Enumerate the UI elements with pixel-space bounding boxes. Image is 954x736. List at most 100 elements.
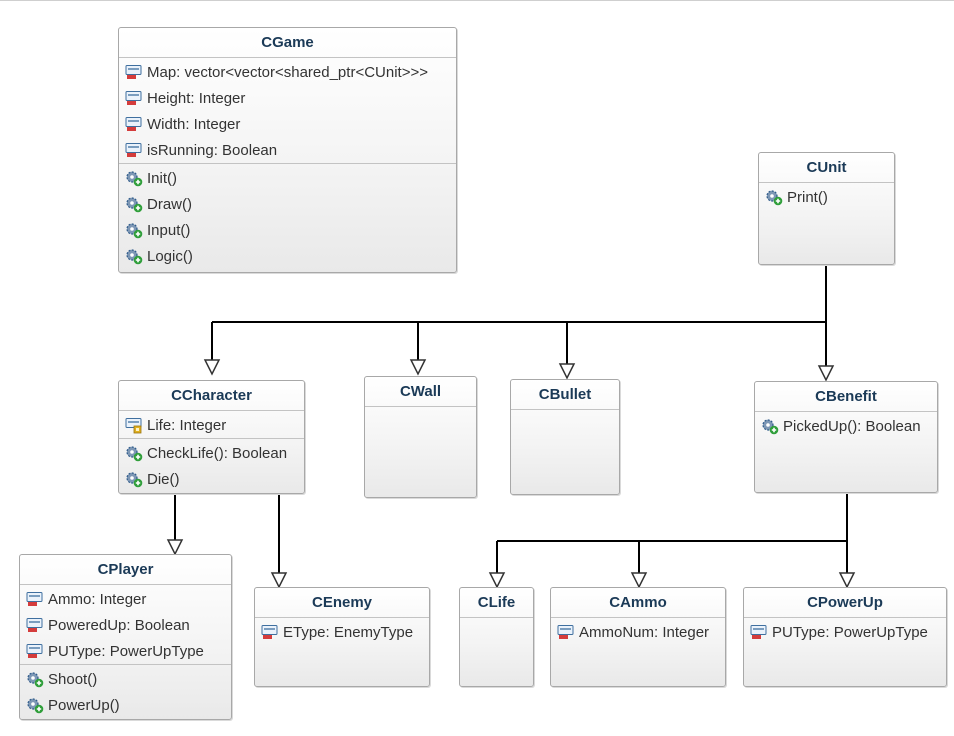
- class-box-clife[interactable]: CLife: [459, 587, 534, 687]
- attribute-row[interactable]: Width: Integer: [119, 111, 456, 137]
- gen-arrowhead-clife: [488, 572, 506, 589]
- class-box-cwall[interactable]: CWall: [364, 376, 477, 498]
- attribute-row[interactable]: PUType: PowerUpType: [20, 638, 231, 664]
- attribute-row-text: Width: Integer: [147, 115, 241, 133]
- operation-row-text: Init(): [147, 169, 177, 187]
- attribute-row-text: PUType: PowerUpType: [48, 642, 204, 660]
- public-method-icon: [27, 697, 44, 713]
- public-method-icon: [27, 671, 44, 687]
- attribute-row[interactable]: EType: EnemyType: [255, 619, 429, 645]
- operation-row[interactable]: Draw(): [119, 191, 456, 217]
- attribute-row-text: Ammo: Integer: [48, 590, 147, 608]
- top-divider: [0, 0, 954, 1]
- private-field-icon: [125, 116, 142, 131]
- operation-row-text: Input(): [147, 221, 191, 239]
- attribute-compartment: EType: EnemyType: [255, 618, 429, 645]
- class-name: CPowerUp: [744, 588, 946, 618]
- operation-row-text: PowerUp(): [48, 696, 120, 714]
- public-method-icon: [126, 196, 143, 212]
- attribute-row[interactable]: isRunning: Boolean: [119, 137, 456, 163]
- public-method-icon: [126, 471, 143, 487]
- operation-row[interactable]: Print(): [759, 184, 894, 210]
- gen-arrowhead-cbenefit: [817, 365, 835, 382]
- gen-arrowhead-cbullet: [558, 363, 576, 380]
- operation-row-text: PickedUp(): Boolean: [783, 417, 921, 435]
- private-field-icon: [125, 64, 142, 79]
- operation-compartment: PickedUp(): Boolean: [755, 412, 937, 439]
- operation-row-text: CheckLife(): Boolean: [147, 444, 288, 462]
- attribute-row[interactable]: PoweredUp: Boolean: [20, 612, 231, 638]
- class-name: CLife: [460, 588, 533, 618]
- protected-field-icon: [125, 417, 142, 433]
- class-box-cbullet[interactable]: CBullet: [510, 379, 620, 495]
- public-method-icon: [126, 248, 143, 264]
- attribute-row-text: isRunning: Boolean: [147, 141, 278, 159]
- operation-row-text: Print(): [787, 188, 828, 206]
- class-name: CUnit: [759, 153, 894, 183]
- operation-row-text: Die(): [147, 470, 180, 488]
- class-name: CBullet: [511, 380, 619, 410]
- class-name: CEnemy: [255, 588, 429, 618]
- attribute-row[interactable]: AmmoNum: Integer: [551, 619, 725, 645]
- attribute-row[interactable]: PUType: PowerUpType: [744, 619, 946, 645]
- private-field-icon: [26, 591, 43, 606]
- operation-row[interactable]: Die(): [119, 466, 304, 492]
- class-name: CAmmo: [551, 588, 725, 618]
- class-name: CCharacter: [119, 381, 304, 411]
- attribute-row-text: Life: Integer: [147, 416, 227, 434]
- attribute-compartment: AmmoNum: Integer: [551, 618, 725, 645]
- attribute-row[interactable]: Ammo: Integer: [20, 586, 231, 612]
- public-method-icon: [126, 222, 143, 238]
- private-field-icon: [26, 617, 43, 632]
- attribute-row-text: EType: EnemyType: [283, 623, 414, 641]
- gen-arrowhead-cpowerup: [838, 572, 856, 589]
- attribute-row-text: PUType: PowerUpType: [772, 623, 928, 641]
- public-method-icon: [762, 418, 779, 434]
- operation-row[interactable]: Init(): [119, 165, 456, 191]
- attribute-row-text: AmmoNum: Integer: [579, 623, 710, 641]
- gen-arrowhead-cammo: [630, 572, 648, 589]
- attribute-row-text: PoweredUp: Boolean: [48, 616, 190, 634]
- attribute-row[interactable]: Life: Integer: [119, 412, 304, 438]
- gen-arrowhead-cplayer: [166, 539, 184, 556]
- operation-compartment: Print(): [759, 183, 894, 210]
- operation-row[interactable]: Shoot(): [20, 666, 231, 692]
- private-field-icon: [750, 624, 767, 639]
- private-field-icon: [26, 643, 43, 658]
- operation-compartment: Shoot() PowerUp(): [20, 664, 231, 718]
- operation-row-text: Draw(): [147, 195, 192, 213]
- private-field-icon: [125, 90, 142, 105]
- operation-row[interactable]: Logic(): [119, 243, 456, 269]
- private-field-icon: [557, 624, 574, 639]
- gen-arrowhead-cenemy: [270, 572, 288, 589]
- operation-row[interactable]: PowerUp(): [20, 692, 231, 718]
- gen-arrowhead-ccharacter: [203, 359, 221, 376]
- attribute-row-text: Map: vector<vector<shared_ptr<CUnit>>>: [147, 63, 428, 81]
- attribute-row[interactable]: Map: vector<vector<shared_ptr<CUnit>>>: [119, 59, 456, 85]
- operation-row-text: Shoot(): [48, 670, 98, 688]
- class-name: CWall: [365, 377, 476, 407]
- operation-row[interactable]: PickedUp(): Boolean: [755, 413, 937, 439]
- attribute-compartment: PUType: PowerUpType: [744, 618, 946, 645]
- operation-row[interactable]: Input(): [119, 217, 456, 243]
- class-name: CBenefit: [755, 382, 937, 412]
- public-method-icon: [126, 170, 143, 186]
- operation-row[interactable]: CheckLife(): Boolean: [119, 440, 304, 466]
- public-method-icon: [126, 445, 143, 461]
- attribute-compartment: Map: vector<vector<shared_ptr<CUnit>>> He…: [119, 58, 456, 163]
- private-field-icon: [261, 624, 278, 639]
- gen-arrowhead-cwall: [409, 359, 427, 376]
- operation-compartment: Init() Draw() Input() Logic(): [119, 163, 456, 269]
- attribute-row[interactable]: Height: Integer: [119, 85, 456, 111]
